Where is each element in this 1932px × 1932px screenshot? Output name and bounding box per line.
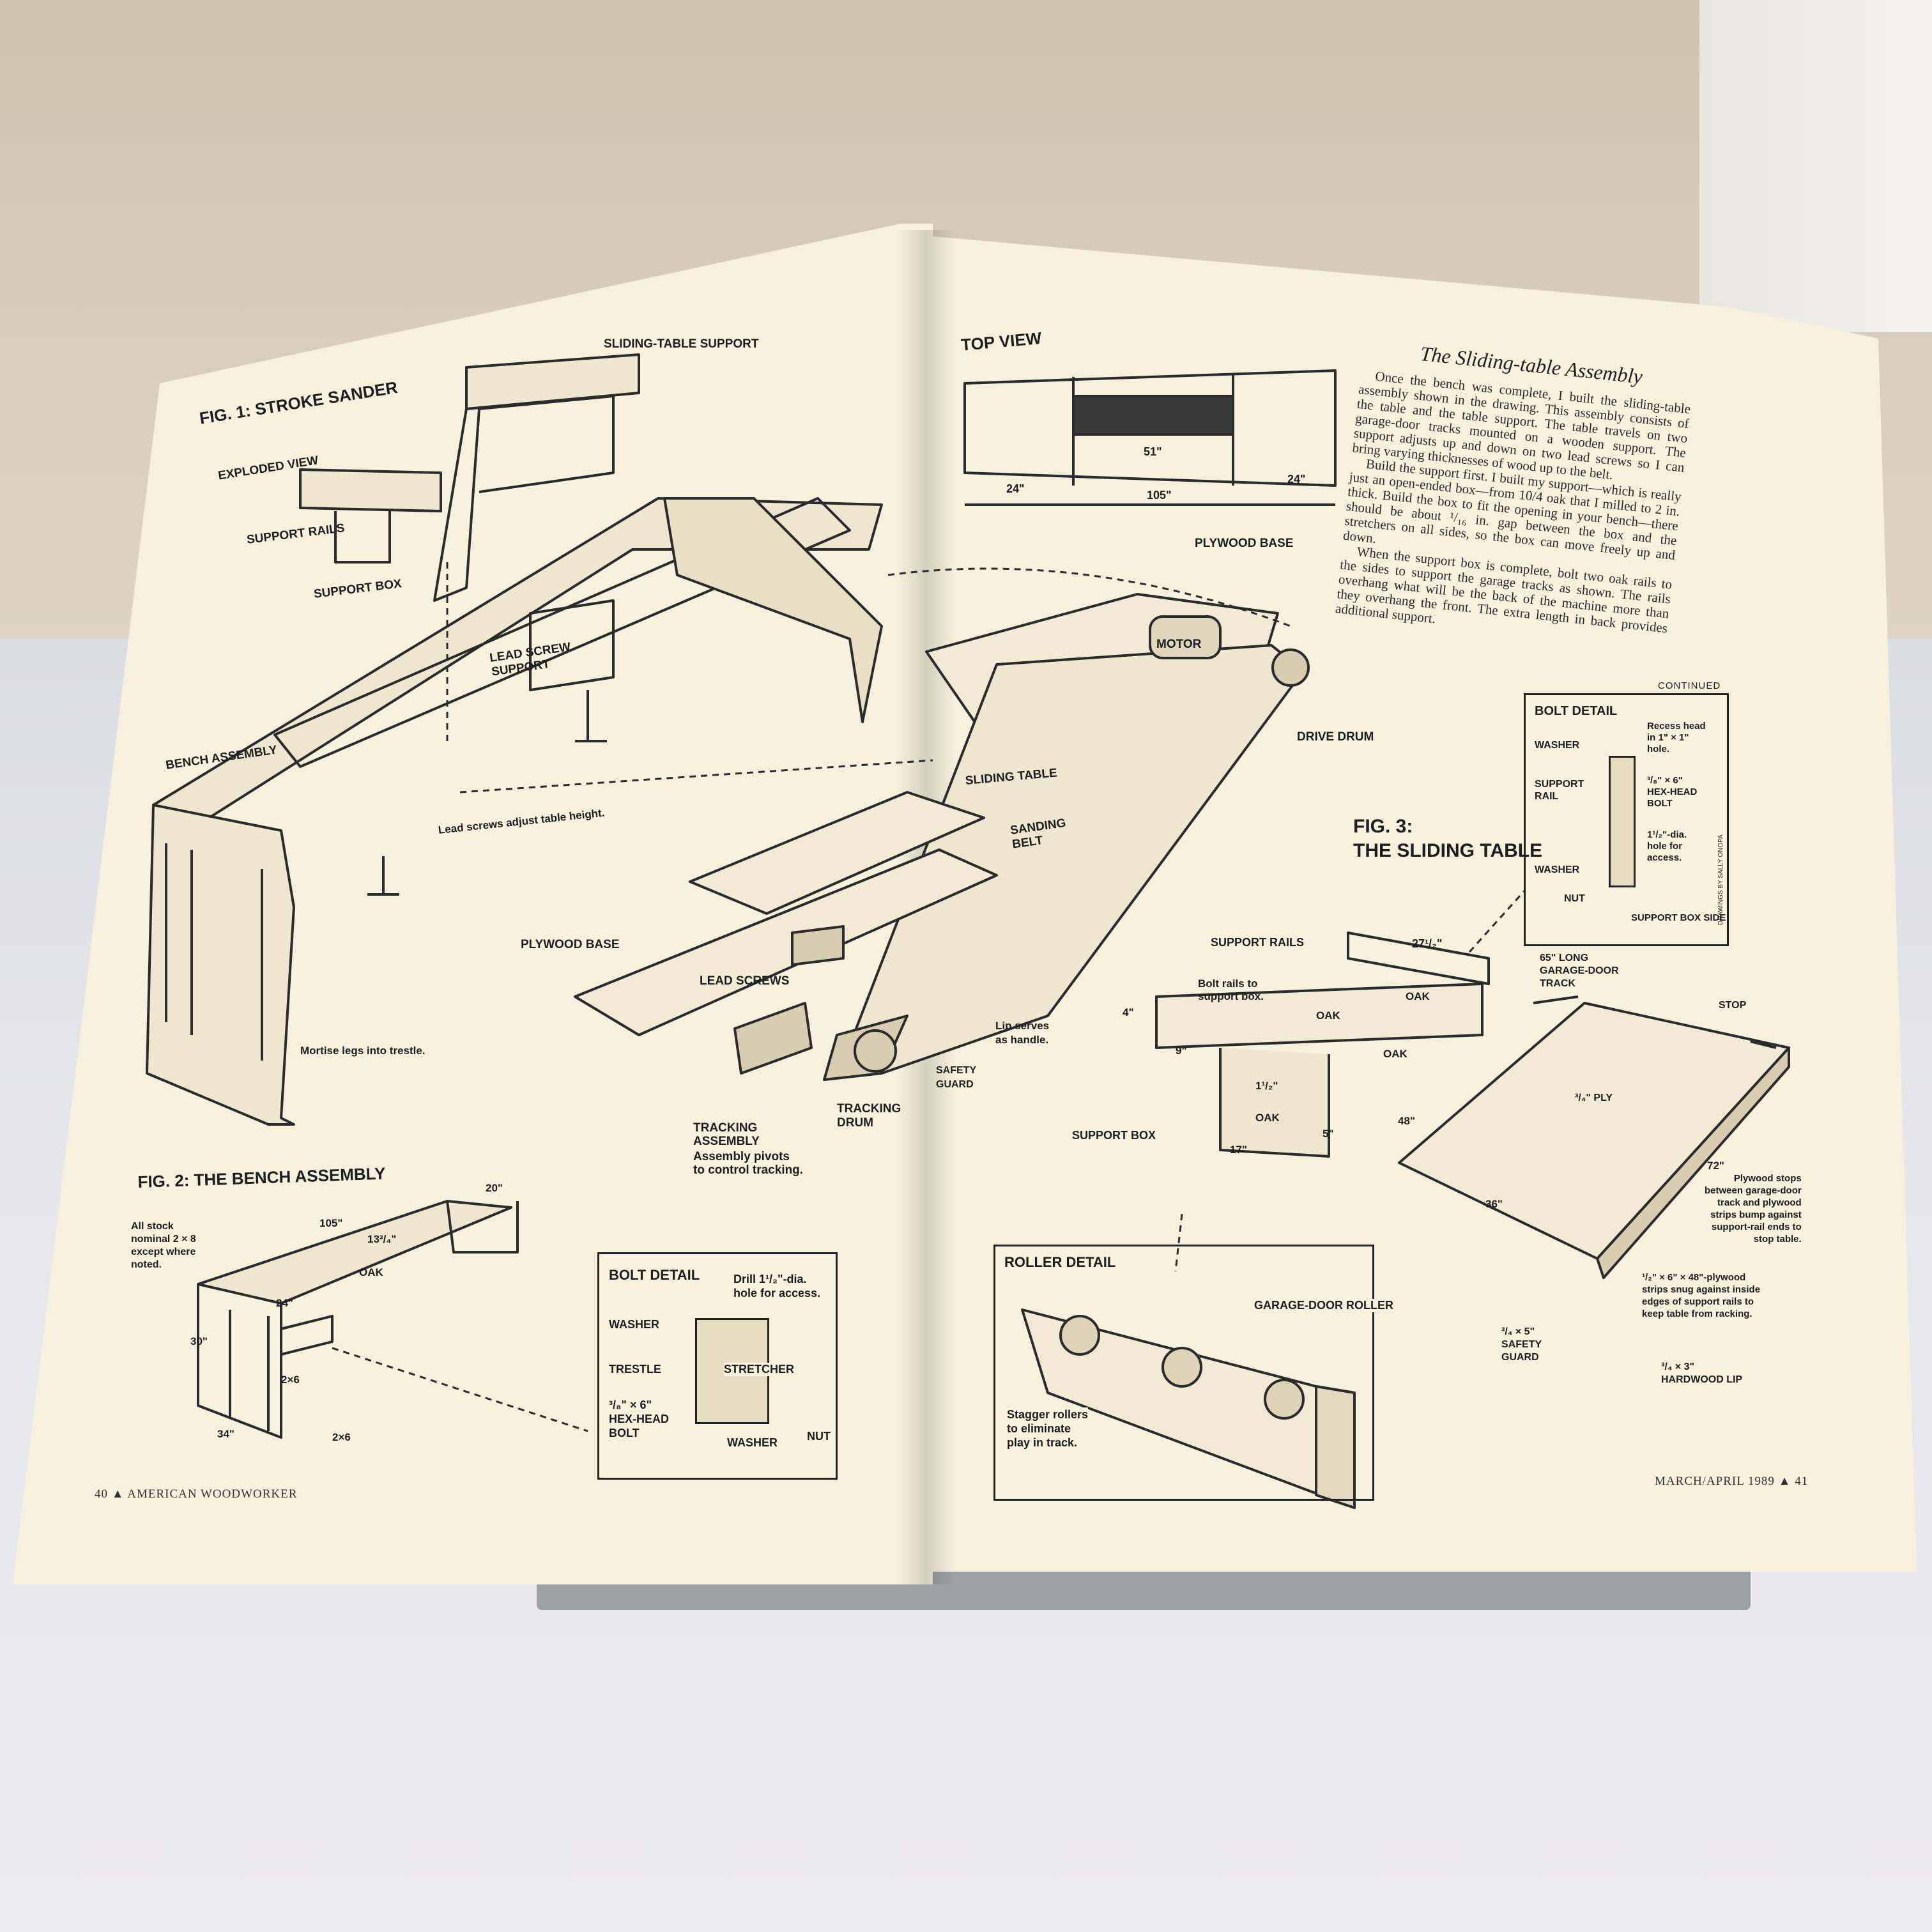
right-folio: MARCH/APRIL 1989 ▲ 41 [1655, 1475, 1809, 1488]
fig3-dim-4: 4" [1123, 1006, 1134, 1018]
fig3-sliding-table-drawing [1155, 931, 1790, 1279]
fig3-safety-guard-label: ³/₄ × 5" SAFETY GUARD [1501, 1326, 1542, 1363]
continued-label: CONTINUED [1658, 680, 1721, 691]
fig2-dim-30: 30" [190, 1335, 208, 1347]
washer-bottom-label: WASHER [727, 1436, 778, 1449]
hex-head-bolt-label: ³/₈" × 6" HEX-HEAD BOLT [609, 1399, 670, 1439]
fig2-dim-2x6-b: 2×6 [332, 1431, 351, 1443]
fig2-dim-20: 20" [486, 1182, 503, 1194]
fig3-oak-3: OAK [1383, 1048, 1407, 1060]
mortise-note: Mortise legs into trestle. [300, 1045, 425, 1057]
bench-assembly-drawing [146, 497, 883, 1126]
roller-detail-box: ROLLER DETAIL GARAGE-DOOR ROLLER Stagger… [993, 1245, 1393, 1501]
fig3-support-box-label: SUPPORT BOX [1072, 1129, 1156, 1142]
fig3-dim-72: 72" [1707, 1160, 1724, 1172]
bolt-detail-left-title: BOLT DETAIL [609, 1267, 700, 1283]
top-view-dim-24-left: 24" [1006, 482, 1025, 495]
drill-note: Drill 1¹/₂"-dia. hole for access. [733, 1273, 821, 1300]
plywood-base-label: PLYWOOD BASE [521, 938, 620, 951]
fig3-dim-36: 36" [1485, 1198, 1503, 1210]
drawings-credit: DRAWINGS BY SALLY ONOPA [1717, 834, 1724, 925]
right-hex-head-bolt-label: ³/₈" × 6" HEX-HEAD BOLT [1647, 775, 1698, 809]
stop-label: STOP [1719, 1000, 1747, 1011]
top-view-dim-105: 105" [1147, 489, 1172, 502]
fig3-oak-2: OAK [1406, 990, 1430, 1002]
tracking-drum-label: TRACKING DRUM [837, 1102, 901, 1130]
right-washer-bottom-label: WASHER [1535, 864, 1580, 875]
tracking-assembly-note: Assembly pivots to control tracking. [693, 1150, 804, 1177]
article-body: Once the bench was complete, I built the… [1335, 367, 1691, 650]
stagger-rollers-note: Stagger rollers to eliminate play in tra… [1007, 1407, 1089, 1450]
garage-door-track-label: 65" LONG GARAGE-DOOR TRACK [1540, 953, 1619, 989]
fig3-title: FIG. 3: THE SLIDING TABLE [1353, 816, 1543, 861]
plywood-stops-note: Plywood stops between garage-door track … [1705, 1173, 1802, 1245]
plywood-strips-note: ¹/₂" × 6" × 48"-plywood strips snug agai… [1642, 1272, 1761, 1319]
right-washer-top-label: WASHER [1535, 740, 1580, 751]
sander-belt-drawing [574, 593, 1310, 1081]
support-box-side-label: SUPPORT BOX SIDE [1631, 912, 1726, 923]
fig3-support-rails-label: SUPPORT RAILS [1211, 936, 1305, 949]
fig2-dim-34: 34" [217, 1428, 234, 1440]
fig2-oak-label: OAK [359, 1266, 383, 1278]
fig2-dim-24: 24" [276, 1297, 293, 1309]
roller-detail-title: ROLLER DETAIL [1004, 1254, 1116, 1271]
ply-label: ³/₄" PLY [1575, 1092, 1613, 1103]
washer-top-label: WASHER [609, 1318, 660, 1331]
fig3-dim-5: 5" [1322, 1128, 1334, 1140]
stock-note: All stock nominal 2 × 8 except where not… [131, 1221, 196, 1270]
fig2-dim-105: 105" [319, 1217, 343, 1229]
top-view-dim-51: 51" [1144, 445, 1162, 458]
fig3-dim-9: 9" [1176, 1045, 1187, 1057]
fig3-dim-1-5: 1¹/₂" [1255, 1080, 1278, 1092]
right-support-rail-label: SUPPORT RAIL [1535, 779, 1584, 802]
bolt-detail-left-box: BOLT DETAIL Drill 1¹/₂"-dia. hole for ac… [597, 1252, 838, 1480]
lead-screws-label: LEAD SCREWS [700, 974, 790, 988]
fig2-bench-drawing [197, 1200, 519, 1439]
tracking-assembly-label: TRACKING ASSEMBLY [693, 1121, 760, 1148]
garage-door-roller-label: GARAGE-DOOR ROLLER [1254, 1299, 1393, 1312]
roller-detail-drawing [1021, 1308, 1356, 1509]
right-nut-label: NUT [1564, 893, 1585, 904]
bolt-detail-right-box: BOLT DETAIL Recess head in 1" × 1" hole.… [1524, 693, 1729, 946]
fig3-dim-48: 48" [1398, 1115, 1415, 1127]
top-view-drawing [963, 369, 1337, 506]
left-folio: 40 ▲ AMERICAN WOODWORKER [95, 1487, 298, 1501]
nut-label: NUT [807, 1430, 831, 1443]
bolt-detail-right-rail [1609, 756, 1636, 887]
bolt-rails-note: Bolt rails to support box. [1198, 977, 1264, 1002]
drive-drum-label: DRIVE DRUM [1297, 730, 1374, 744]
sliding-table-support-drawing [299, 353, 640, 602]
hardwood-lip-label: ³/₄ × 3" HARDWOOD LIP [1661, 1361, 1743, 1385]
right-access-note: 1¹/₂"-dia. hole for access. [1647, 829, 1687, 863]
trestle-label: TRESTLE [609, 1363, 662, 1376]
recess-note: Recess head in 1" × 1" hole. [1647, 721, 1706, 755]
fig3-dim-17: 17" [1230, 1144, 1247, 1156]
sliding-table-support-label: SLIDING-TABLE SUPPORT [604, 337, 759, 351]
fig3-oak-4: OAK [1255, 1112, 1280, 1124]
fig2-dim-13: 13³/₄" [367, 1233, 397, 1245]
fig3-oak-1: OAK [1316, 1009, 1340, 1022]
top-view-dim-24-right: 24" [1287, 473, 1306, 486]
stretcher-label: STRETCHER [724, 1363, 795, 1376]
fig3-dim-27: 27¹/₂" [1412, 937, 1443, 950]
bolt-detail-right-title: BOLT DETAIL [1535, 704, 1618, 718]
fig2-dim-2x6-a: 2×6 [281, 1374, 300, 1386]
plywood-base-top-label: PLYWOOD BASE [1195, 537, 1294, 550]
motor-label: MOTOR [1156, 638, 1202, 651]
lip-note: Lip serves as handle. [995, 1020, 1050, 1046]
wall-trim [1699, 0, 1932, 332]
safety-guard-label: SAFETY GUARD [936, 1065, 977, 1090]
